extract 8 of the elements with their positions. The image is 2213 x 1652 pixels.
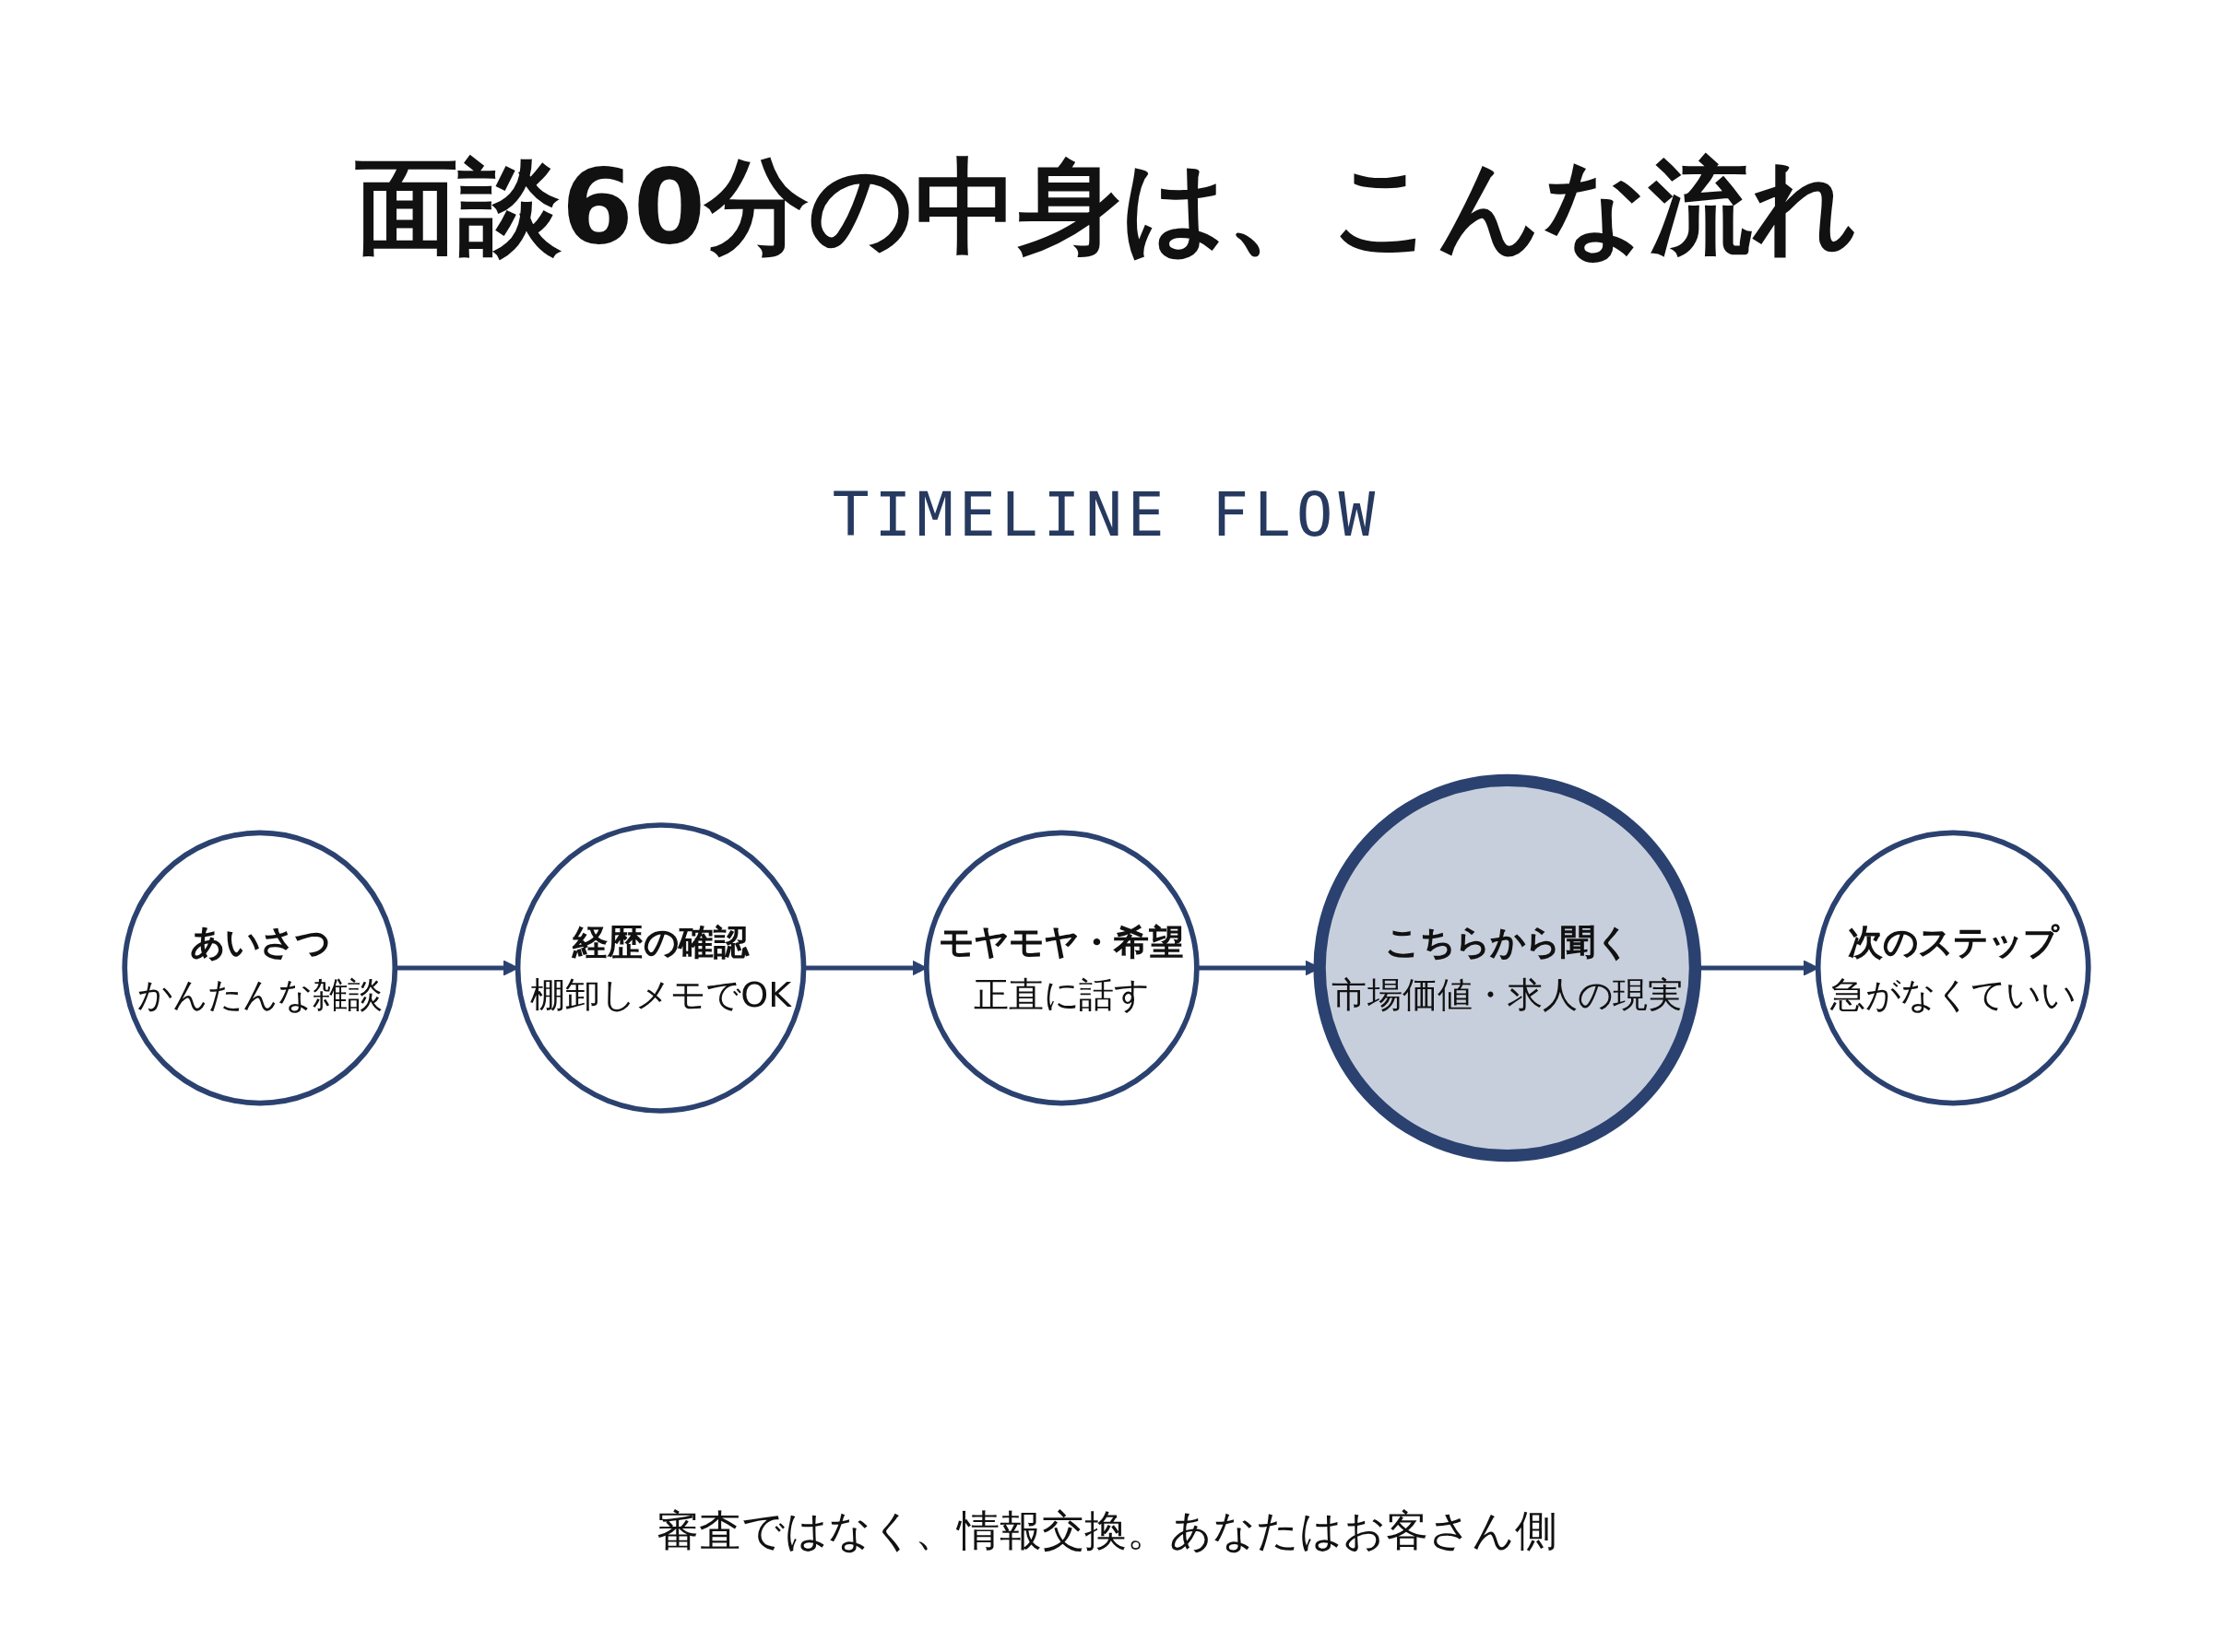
subtitle: TIMELINE FLOW bbox=[832, 479, 1381, 550]
node-circle: 次のステップ 急がなくていい bbox=[1815, 830, 2091, 1106]
node-circle: モヤモヤ・希望 正直に話す bbox=[923, 830, 1200, 1106]
title: 面談60分の中身は、こんな流れ bbox=[354, 146, 1859, 268]
node-circle: 経歴の確認 棚卸しメモでOK bbox=[515, 822, 807, 1114]
node-circle: あいさつ かんたんな雑談 bbox=[122, 830, 398, 1106]
node-circle: こちらから聞く 市場価値・求人の現実 bbox=[1313, 773, 1702, 1162]
caption: 審査ではなく、情報交換。あなたはお客さん側 bbox=[656, 1505, 1557, 1555]
